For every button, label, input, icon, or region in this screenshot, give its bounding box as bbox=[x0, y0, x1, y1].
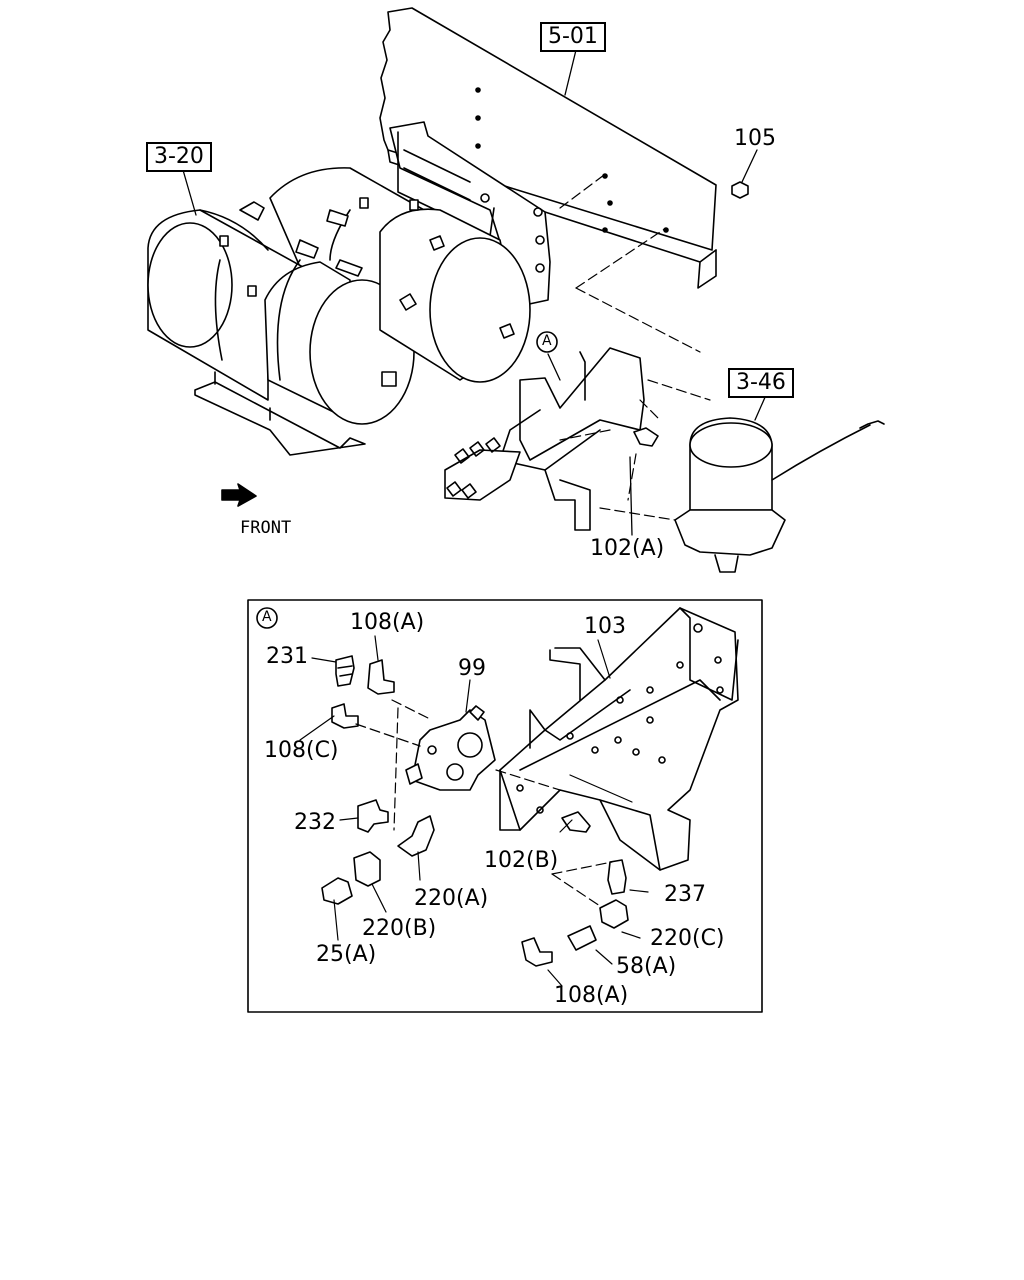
part-108a-top: 108(A) bbox=[350, 610, 425, 635]
part-231: 231 bbox=[266, 644, 308, 669]
part-103: 103 bbox=[584, 614, 626, 639]
frame-rail bbox=[379, 7, 717, 289]
part-58a: 58(A) bbox=[616, 954, 677, 979]
part-220a: 220(A) bbox=[414, 886, 489, 911]
leader-lines bbox=[559, 171, 711, 521]
front-arrow-icon bbox=[221, 483, 257, 507]
detail-bracket-103 bbox=[499, 607, 739, 871]
part-108c: 108(C) bbox=[264, 738, 339, 763]
part-99: 99 bbox=[458, 656, 486, 681]
detail-callout-a-circle bbox=[256, 607, 278, 629]
part-237: 237 bbox=[664, 882, 706, 907]
part-102b: 102(B) bbox=[484, 848, 559, 873]
valve-bracket-upper bbox=[444, 347, 659, 531]
detail-callout-a-label: A bbox=[262, 609, 272, 625]
front-label: FRONT bbox=[240, 518, 292, 538]
detail-fittings bbox=[321, 655, 629, 967]
air-tanks bbox=[147, 167, 531, 456]
part-220c: 220(C) bbox=[650, 926, 725, 951]
ref-3-46[interactable]: 3-46 bbox=[728, 368, 794, 398]
detail-dashed bbox=[355, 699, 613, 907]
part-108a-bottom: 108(A) bbox=[554, 983, 629, 1008]
part-105: 105 bbox=[734, 126, 776, 151]
ref-3-20[interactable]: 3-20 bbox=[146, 142, 212, 172]
nut-105 bbox=[731, 181, 749, 199]
air-dryer bbox=[674, 417, 885, 573]
detail-leaders bbox=[299, 635, 649, 987]
detail-frame bbox=[247, 599, 763, 1013]
detail-valve-99 bbox=[405, 705, 496, 791]
ref-5-01[interactable]: 5-01 bbox=[540, 22, 606, 52]
callout-a-circle bbox=[536, 331, 558, 353]
leader-solid bbox=[182, 49, 767, 536]
callout-a-label: A bbox=[542, 333, 552, 349]
part-102a-upper: 102(A) bbox=[590, 536, 665, 561]
part-232: 232 bbox=[294, 810, 336, 835]
part-220b: 220(B) bbox=[362, 916, 437, 941]
part-25a: 25(A) bbox=[316, 942, 377, 967]
